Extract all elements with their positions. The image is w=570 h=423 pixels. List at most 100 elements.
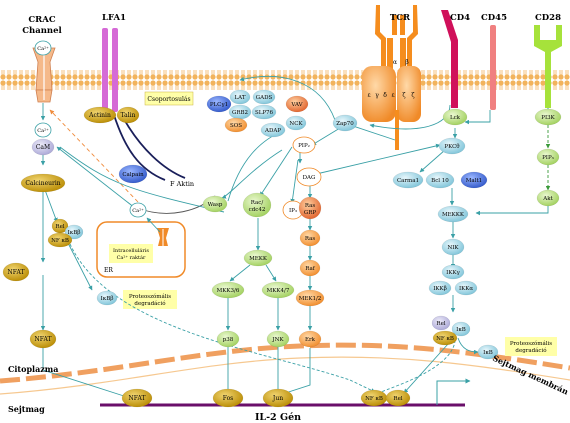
node-label-rasgrp: Ras	[305, 203, 316, 209]
node-raf: Raf	[299, 259, 321, 277]
node-label-jun: Jun	[272, 395, 283, 402]
proteo-right-line2: degradáció	[515, 347, 547, 354]
citoplazma-label: Citoplazma	[8, 364, 58, 374]
node-label-ikb-r: IκB	[456, 327, 466, 333]
node-nfat-dna: NFAT	[121, 388, 153, 408]
node-label-ca-top: Ca²⁺	[37, 46, 49, 52]
node-label-vav: VAV	[290, 102, 303, 108]
node-label-plcg1: PLCγ1	[210, 102, 228, 108]
er-store-label-box	[109, 244, 153, 263]
gamma-label: γ	[375, 92, 379, 99]
node-grb2: GRB2	[228, 104, 252, 120]
node-sos: SOS	[224, 117, 248, 133]
zeta1-label: ζ	[402, 92, 406, 99]
node-label-jnk: JNK	[271, 337, 284, 343]
node-label-erk: Erk	[305, 337, 316, 343]
node-wasp: Wasp	[202, 195, 228, 213]
node-plcg1: PLCγ1	[206, 95, 232, 113]
node-ras: Ras	[299, 229, 321, 247]
node-label-nfkb-r: NF κB	[436, 336, 454, 342]
node-label-calpain: Calpain	[122, 172, 144, 178]
node-ca-top: Ca²⁺	[34, 40, 52, 56]
node-ikkb: IKKβ	[428, 280, 452, 296]
node-label-nfat1: NFAT	[8, 269, 25, 276]
cd45-receptor	[490, 25, 496, 110]
node-label-mek12: MEK1/2	[299, 296, 322, 302]
zeta2-label: ζ	[411, 92, 415, 99]
sejtmag-label: Sejtmag	[8, 404, 45, 414]
node-label-pip3: PIP₃	[542, 155, 554, 161]
node-label-adap: ADAP	[264, 128, 281, 134]
node-label-nfat2: NFAT	[35, 336, 52, 343]
node-label-fos: Fos	[223, 395, 234, 402]
plasma-membrane	[0, 70, 570, 90]
node-label-mkk47: MKK4/7	[267, 288, 290, 294]
crac-label: CRAC	[28, 15, 55, 25]
node-rel-r: Rel	[431, 315, 451, 331]
node-label-lck: Lck	[450, 115, 461, 121]
node-label-nfkb-dna: NF κB	[365, 396, 383, 402]
il2-gene-label: IL-2 Gén	[255, 412, 301, 423]
node-label-calcineurin: Calcineurin	[25, 180, 60, 187]
node-malt1: Malt1	[460, 171, 488, 189]
node-label-raf: Raf	[305, 266, 316, 272]
node-label-bcl10: Bcl 10	[431, 178, 449, 184]
node-label-dag: DAG	[303, 175, 316, 181]
ca-store-label: Ca²⁺ raktár	[117, 254, 146, 261]
node-pip2: PIP₂	[292, 136, 316, 154]
node-label2-rasgrp: GRP	[304, 210, 317, 216]
node-ikka: IKKα	[454, 280, 478, 296]
node-mekkk: MEKKK	[437, 205, 469, 223]
node-ikbb-deg: IκBβ	[96, 290, 118, 306]
proteo-box-right	[505, 337, 557, 356]
proteo-left-line1: Proteoszómális	[129, 293, 171, 300]
node-ca-er: Ca²⁺	[129, 202, 147, 218]
node-label-talin: Talin	[121, 112, 136, 119]
intracellular-label: Intracelluláris	[113, 247, 149, 254]
node-rel-dna: Rel	[385, 389, 411, 407]
node-label-mekk: MEKK	[249, 256, 268, 262]
node-ca-mid: Ca²⁺	[34, 122, 52, 138]
node-label-ikbb-deg: IκBβ	[101, 296, 114, 302]
node-nfkb-r: NF κB	[432, 330, 458, 346]
node-label-ras: Ras	[305, 236, 316, 242]
f-actin-label: F Aktin	[170, 180, 194, 188]
node-label-nck: NCK	[289, 121, 303, 127]
epsilon2-label: ε	[391, 92, 394, 99]
node-label-pkct: PKCθ	[444, 144, 460, 150]
pathway-arrows	[40, 75, 551, 399]
node-label-wasp: Wasp	[208, 202, 223, 208]
node-erk: Erk	[298, 330, 322, 348]
csoportosulas-label: Csoportosulás	[147, 96, 190, 103]
node-label-rascdc42: Rac/	[251, 200, 264, 206]
delta-label: δ	[383, 92, 387, 99]
proteo-box-left	[123, 290, 177, 309]
node-label-pi3k: PI3K	[541, 115, 555, 121]
node-bcl10: Bcl 10	[425, 171, 455, 189]
node-label-mekkk: MEKKK	[442, 212, 465, 218]
node-ikb-deg: IκB	[477, 344, 499, 360]
epsilon1-label: ε	[367, 92, 370, 99]
node-rel-l: Rel	[51, 218, 69, 234]
beta-label: β	[405, 59, 409, 66]
lfa1-receptor	[102, 28, 118, 112]
node-label-mkk36: MKK3/6	[217, 288, 240, 294]
node-pi3k: PI3K	[534, 108, 562, 126]
node-slp76: SLP76	[251, 104, 277, 120]
node-mekk: MEKK	[243, 249, 273, 267]
er-ca-channel	[157, 228, 169, 246]
node-lck: Lck	[442, 108, 468, 126]
node-label-actinin: Actinin	[88, 112, 111, 119]
node-label-grb2: GRB2	[232, 110, 248, 116]
node-label-cam: CaM	[36, 144, 50, 151]
node-label-zap70: Zap70	[336, 121, 354, 127]
proteo-left-line2: degradáció	[134, 300, 166, 307]
tcr-label: TCR	[390, 13, 411, 23]
crac-channel	[32, 47, 56, 103]
cd45-label: CD45	[481, 13, 507, 23]
node-cam: CaM	[31, 138, 55, 156]
node-calpain: Calpain	[118, 164, 148, 184]
node-actinin: Actinin	[83, 106, 117, 124]
node-label-rel-r: Rel	[436, 321, 445, 327]
node-label-rel-l: Rel	[55, 224, 64, 230]
